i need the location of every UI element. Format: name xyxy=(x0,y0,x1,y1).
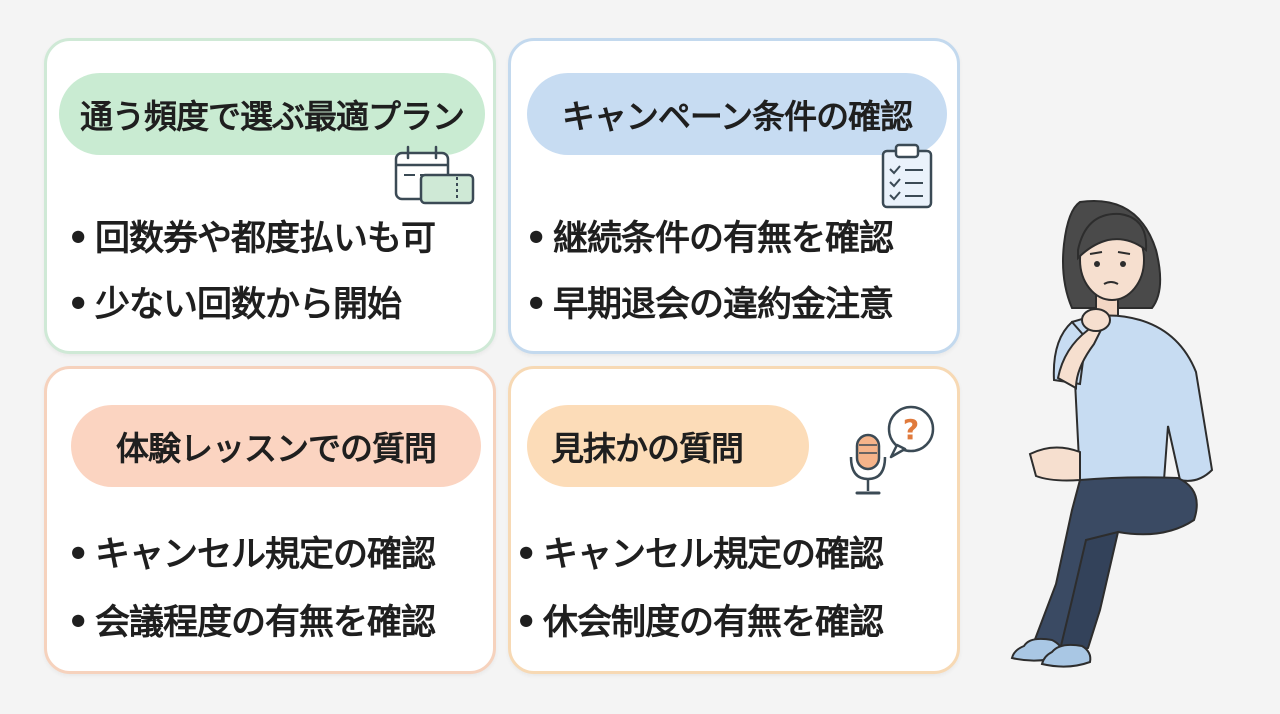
microphone-question-icon: ? xyxy=(849,405,935,495)
bullet-text: 継続条件の有無を確認 xyxy=(553,219,894,259)
bullet-text: 早期退会の違約金注意 xyxy=(553,285,894,325)
calendar-ticket-icon xyxy=(394,145,475,205)
thinking-woman-illustration xyxy=(1010,200,1214,668)
card-title-campaign-conditions: キャンペーン条件の確認 xyxy=(527,73,947,155)
bullet-text: 会議程度の有無を確認 xyxy=(95,603,436,643)
bullet-item: •少ない回数から開始 xyxy=(67,285,402,325)
bullet-dot: • xyxy=(515,535,537,575)
bullet-text: キャンセル規定の確認 xyxy=(95,535,436,575)
bullet-text: 少ない回数から開始 xyxy=(95,285,402,325)
bullet-item: •継続条件の有無を確認 xyxy=(525,219,894,259)
card-title-trial-lesson: 体験レッスンでの質問 xyxy=(71,405,481,487)
card-title-questions: 見抹かの質問 xyxy=(527,405,809,487)
bullet-item: •回数券や都度払いも可 xyxy=(67,219,436,259)
card-title-frequency-plan: 通う頻度で選ぶ最適プラン xyxy=(59,73,485,155)
bullet-item: •早期退会の違約金注意 xyxy=(525,285,894,325)
card-frequency-plan: 通う頻度で選ぶ最適プラン •回数券や都度払いも可 •少ない回数から開始 xyxy=(44,38,496,354)
bullet-text: 休会制度の有無を確認 xyxy=(543,603,884,643)
card-trial-lesson: 体験レッスンでの質問 •キャンセル規定の確認 •会議程度の有無を確認 xyxy=(44,366,496,674)
bullet-text: キャンセル規定の確認 xyxy=(543,535,884,575)
bullet-dot: • xyxy=(525,285,547,325)
bullet-text: 回数券や都度払いも可 xyxy=(95,219,436,259)
bullet-dot: • xyxy=(67,285,89,325)
bullet-item: •キャンセル規定の確認 xyxy=(67,535,436,575)
bullet-item: •会議程度の有無を確認 xyxy=(67,603,436,643)
clipboard-checklist-icon xyxy=(881,143,933,209)
bullet-dot: • xyxy=(67,219,89,259)
card-campaign-conditions: キャンペーン条件の確認 •継続条件の有無を確認 •早期退会の違約金注意 xyxy=(508,38,960,354)
card-questions: 見抹かの質問 ? •キャンセル規定の確認 •休会制度の有無を確認 xyxy=(508,366,960,674)
bullet-item: •休会制度の有無を確認 xyxy=(515,603,884,643)
bullet-dot: • xyxy=(515,603,537,643)
bullet-dot: • xyxy=(67,535,89,575)
svg-text:?: ? xyxy=(903,413,919,446)
bullet-item: •キャンセル規定の確認 xyxy=(515,535,884,575)
bullet-dot: • xyxy=(525,219,547,259)
bullet-dot: • xyxy=(67,603,89,643)
